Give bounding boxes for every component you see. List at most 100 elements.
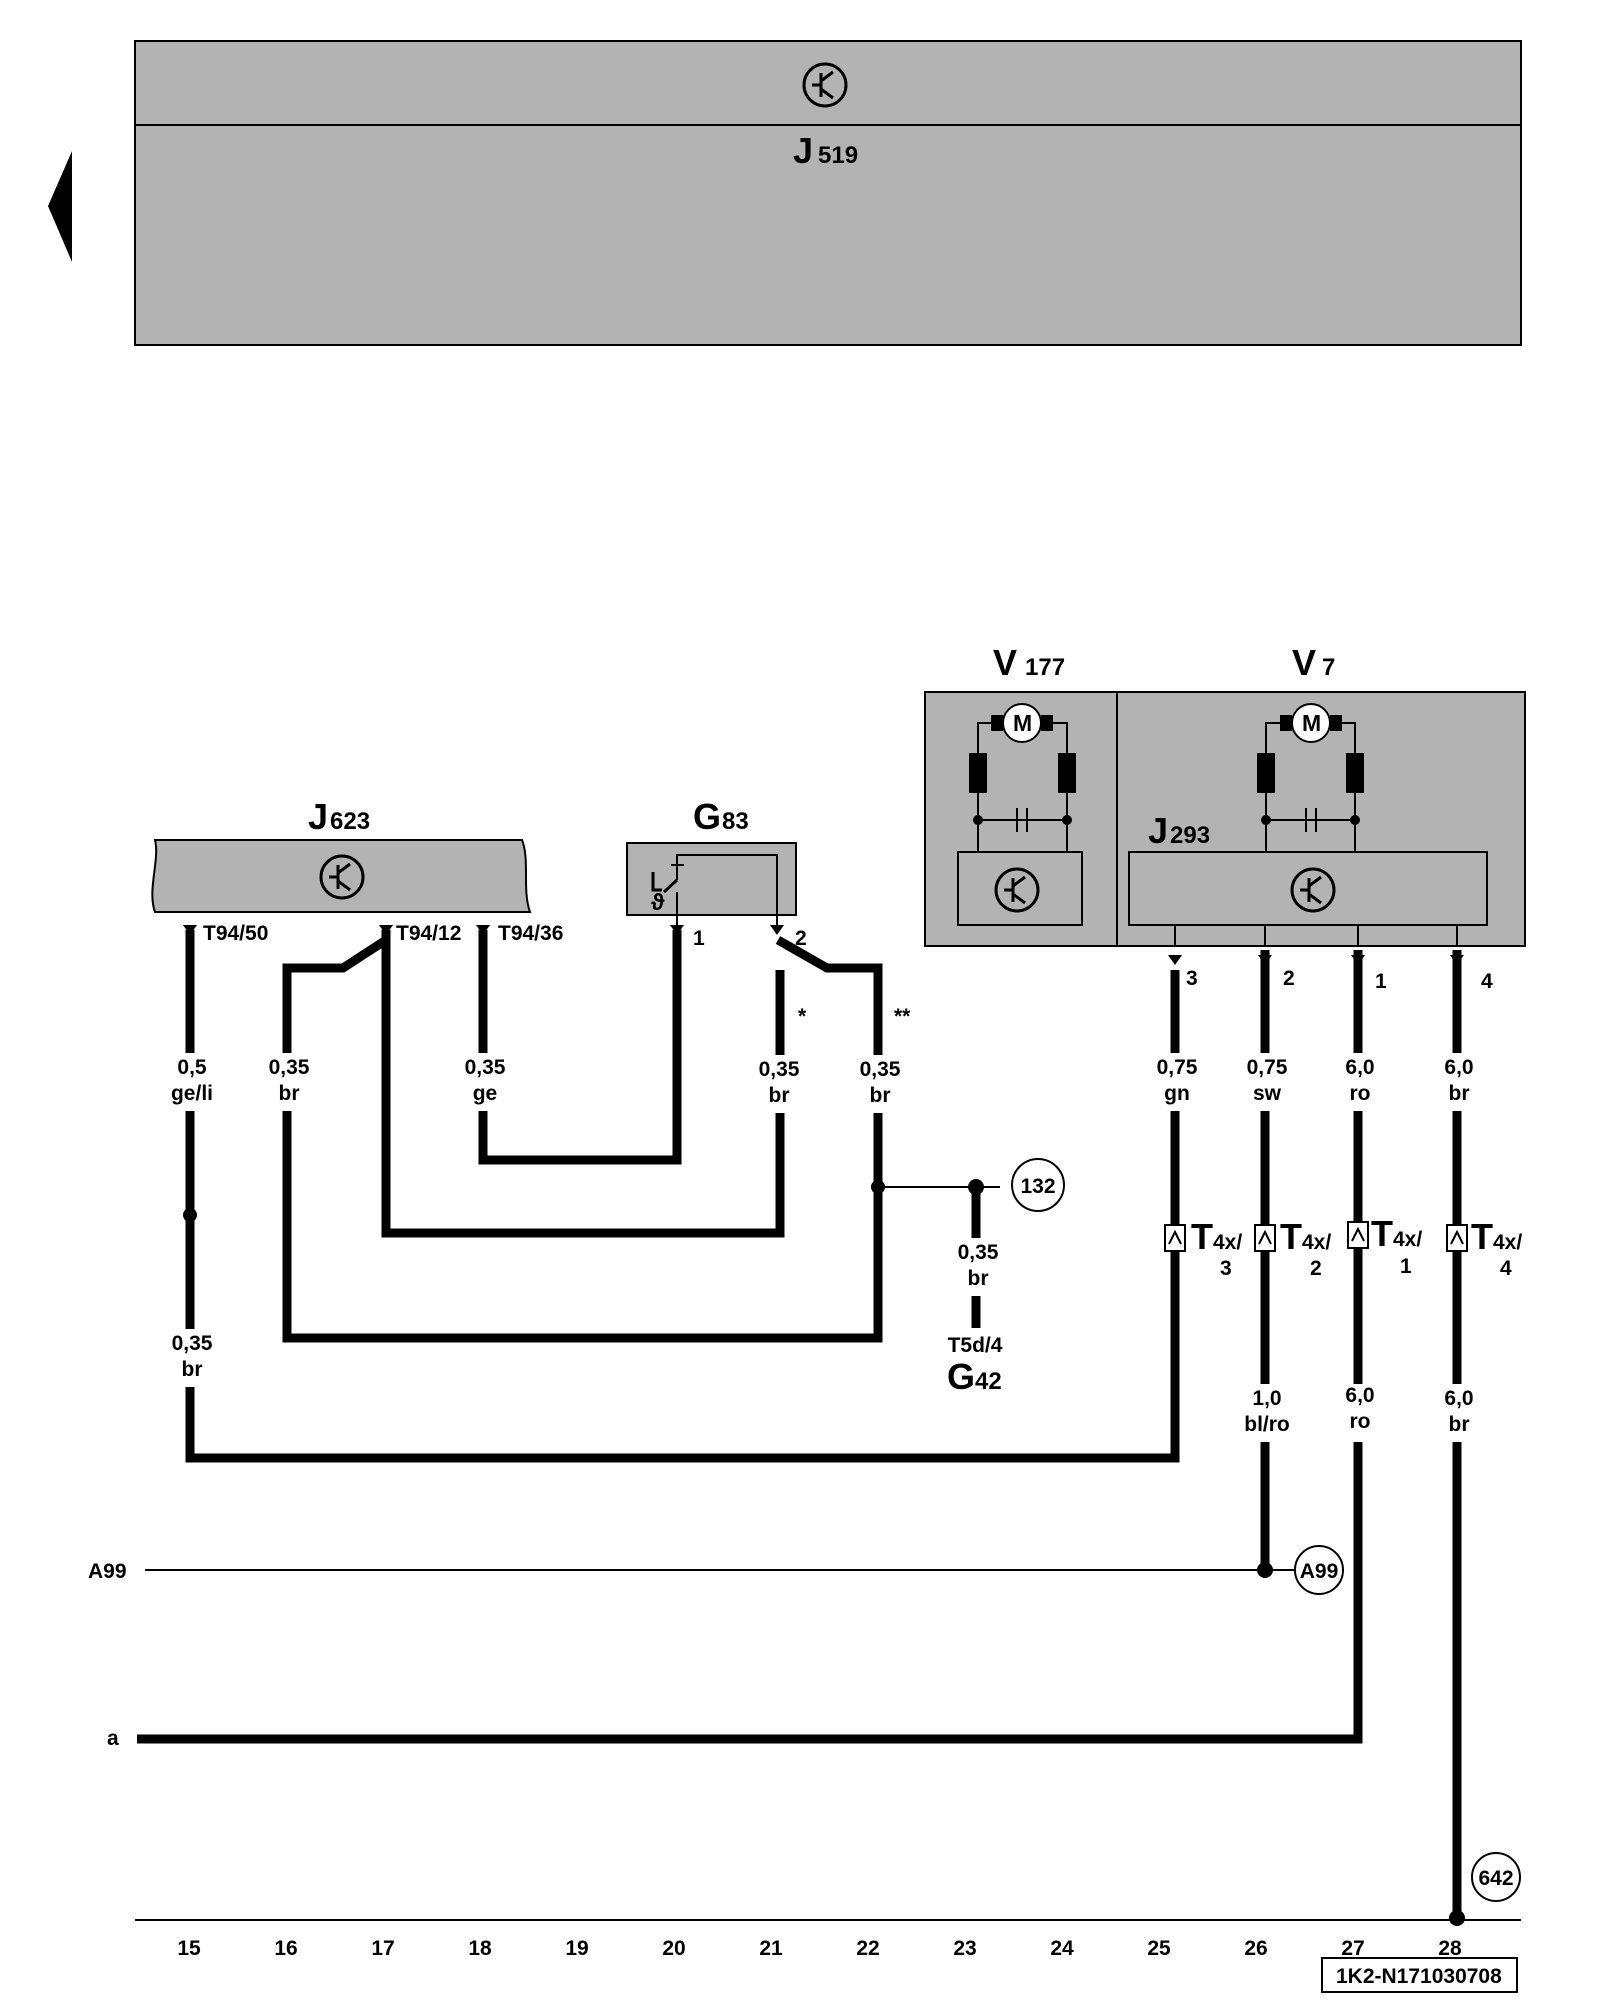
transistor-icon bbox=[994, 867, 1040, 913]
svg-text:132: 132 bbox=[1020, 1175, 1055, 1198]
wire-t94-50-to-t4x-3 bbox=[185, 930, 1180, 1463]
wire-28b-color: br bbox=[1449, 1413, 1470, 1436]
wire-22-size: 0,35 bbox=[860, 1058, 901, 1081]
wire-28b-size: 6,0 bbox=[1444, 1387, 1473, 1410]
track-number: 20 bbox=[662, 1937, 685, 1960]
svg-text:1: 1 bbox=[1400, 1255, 1412, 1278]
svg-text:T: T bbox=[1280, 1216, 1302, 1257]
v177-label: V bbox=[993, 642, 1017, 683]
wire-t94-12-to-ground-132 bbox=[282, 936, 883, 1343]
wire-15b-size: 0,35 bbox=[172, 1332, 213, 1355]
j623-label-sub: 623 bbox=[330, 808, 370, 835]
wire-27-size: 6,0 bbox=[1345, 1056, 1374, 1079]
motor-symbol: M bbox=[1302, 710, 1321, 736]
pin-arrows bbox=[183, 925, 1464, 965]
wire-21-color: br bbox=[769, 1084, 790, 1107]
v177-label-sub: 177 bbox=[1025, 654, 1065, 681]
svg-text:4x/: 4x/ bbox=[1393, 1228, 1422, 1251]
j623-label: J bbox=[308, 796, 328, 837]
previous-page-arrow-icon[interactable] bbox=[48, 151, 72, 262]
wire-15b-color: br bbox=[182, 1358, 203, 1381]
track-number: 24 bbox=[1050, 1937, 1074, 1960]
bus-a-label: a bbox=[107, 1727, 119, 1750]
j293-label-sub: 293 bbox=[1170, 822, 1210, 849]
control-unit-j623: J 623 T94/50 T94/12 T94/36 bbox=[151, 796, 563, 945]
track-number: 21 bbox=[759, 1937, 783, 1960]
svg-text:T: T bbox=[1471, 1216, 1493, 1257]
svg-text:T: T bbox=[1371, 1213, 1393, 1254]
wire-labels: 0,5 ge/li 0,35 br 0,35 br 0,35 ge 0,35 b… bbox=[171, 1056, 1474, 1436]
connector-t4x-3: T 4x/ 3 bbox=[1164, 1216, 1242, 1280]
j293-pin-1: 1 bbox=[1375, 970, 1387, 993]
connectors-t4x: T 4x/ 3 T 4x/ 2 T 4x/ 1 T 4x/ 4 bbox=[1164, 1213, 1522, 1280]
wire-26b-size: 1,0 bbox=[1252, 1387, 1281, 1410]
svg-text:4x/: 4x/ bbox=[1493, 1231, 1522, 1254]
sensor-g42: T5d/4 G 42 bbox=[947, 1334, 1003, 1397]
wire-15-size: 0,5 bbox=[177, 1056, 207, 1079]
j519-label: J bbox=[793, 130, 813, 171]
svg-text:T: T bbox=[1191, 1216, 1213, 1257]
wire-28-size: 6,0 bbox=[1444, 1056, 1473, 1079]
g83-label: G bbox=[693, 796, 721, 837]
diagram-code: 1K2-N171030708 bbox=[1336, 1965, 1502, 1988]
svg-text:4: 4 bbox=[1500, 1257, 1512, 1280]
track-number: 26 bbox=[1244, 1937, 1267, 1960]
svg-text:3: 3 bbox=[1220, 1257, 1232, 1280]
wire-26-color: sw bbox=[1253, 1082, 1282, 1105]
connector-t4x-2: T 4x/ 2 bbox=[1254, 1216, 1331, 1280]
wire-25-color: gn bbox=[1164, 1082, 1190, 1105]
svg-text:642: 642 bbox=[1478, 1867, 1513, 1890]
v7-label-sub: 7 bbox=[1322, 654, 1335, 681]
variant-mark-double: ** bbox=[894, 1005, 911, 1028]
motor-icon: M bbox=[1257, 703, 1364, 852]
track-number: 16 bbox=[274, 1937, 297, 1960]
j623-pin-t94-50: T94/50 bbox=[203, 922, 268, 945]
j623-pin-t94-12: T94/12 bbox=[396, 922, 461, 945]
track-number: 18 bbox=[468, 1937, 492, 1960]
track-number: 28 bbox=[1438, 1937, 1462, 1960]
wire-27b-color: ro bbox=[1350, 1410, 1371, 1433]
j293-label: J bbox=[1148, 810, 1168, 851]
wire-18-color: ge bbox=[473, 1082, 498, 1105]
track-number: 19 bbox=[565, 1937, 588, 1960]
ref-642[interactable]: 642 bbox=[1471, 1852, 1521, 1902]
g42-label: G bbox=[947, 1356, 975, 1397]
bus-a99-label: A99 bbox=[88, 1560, 127, 1583]
g83-pin-2: 2 bbox=[795, 927, 807, 950]
track-number: 22 bbox=[856, 1937, 879, 1960]
track-number: 27 bbox=[1341, 1937, 1364, 1960]
wire-23-size: 0,35 bbox=[958, 1241, 999, 1264]
wire-22-color: br bbox=[870, 1084, 891, 1107]
wire-28-color: br bbox=[1449, 1082, 1470, 1105]
svg-text:4x/: 4x/ bbox=[1302, 1231, 1331, 1254]
wire-18-size: 0,35 bbox=[465, 1056, 506, 1079]
j293-pin-4: 4 bbox=[1481, 970, 1493, 993]
svg-text:A99: A99 bbox=[1300, 1560, 1339, 1583]
j519-label-sub: 519 bbox=[818, 142, 858, 169]
wire-26-size: 0,75 bbox=[1247, 1056, 1288, 1079]
svg-text:4x/: 4x/ bbox=[1213, 1231, 1242, 1254]
wire-16-size: 0,35 bbox=[269, 1056, 310, 1079]
wire-16-color: br bbox=[279, 1082, 300, 1105]
connector-t4x-1: T 4x/ 1 bbox=[1347, 1213, 1422, 1278]
j623-pin-t94-36: T94/36 bbox=[498, 922, 563, 945]
track-number: 23 bbox=[953, 1937, 976, 1960]
g83-label-sub: 83 bbox=[722, 808, 749, 835]
wire-15-color: ge/li bbox=[171, 1082, 213, 1105]
track-number: 17 bbox=[371, 1937, 394, 1960]
transistor-icon bbox=[319, 854, 365, 900]
svg-text:2: 2 bbox=[1310, 1257, 1322, 1280]
wire-21-size: 0,35 bbox=[759, 1058, 800, 1081]
ref-a99[interactable]: A99 bbox=[1294, 1545, 1344, 1595]
transistor-icon bbox=[802, 62, 848, 108]
ref-132[interactable]: 132 bbox=[1011, 1158, 1065, 1212]
wire-j293-1-to-bus-a bbox=[137, 950, 1363, 1744]
diagram-code-box: 1K2-N171030708 bbox=[1321, 1957, 1518, 1993]
j293-pin-2: 2 bbox=[1283, 967, 1295, 990]
motor-icon: M bbox=[969, 703, 1076, 852]
wire-27b-size: 6,0 bbox=[1345, 1384, 1374, 1407]
wire-26b-color: bl/ro bbox=[1244, 1413, 1290, 1436]
control-unit-j519: J 519 bbox=[134, 40, 1522, 346]
